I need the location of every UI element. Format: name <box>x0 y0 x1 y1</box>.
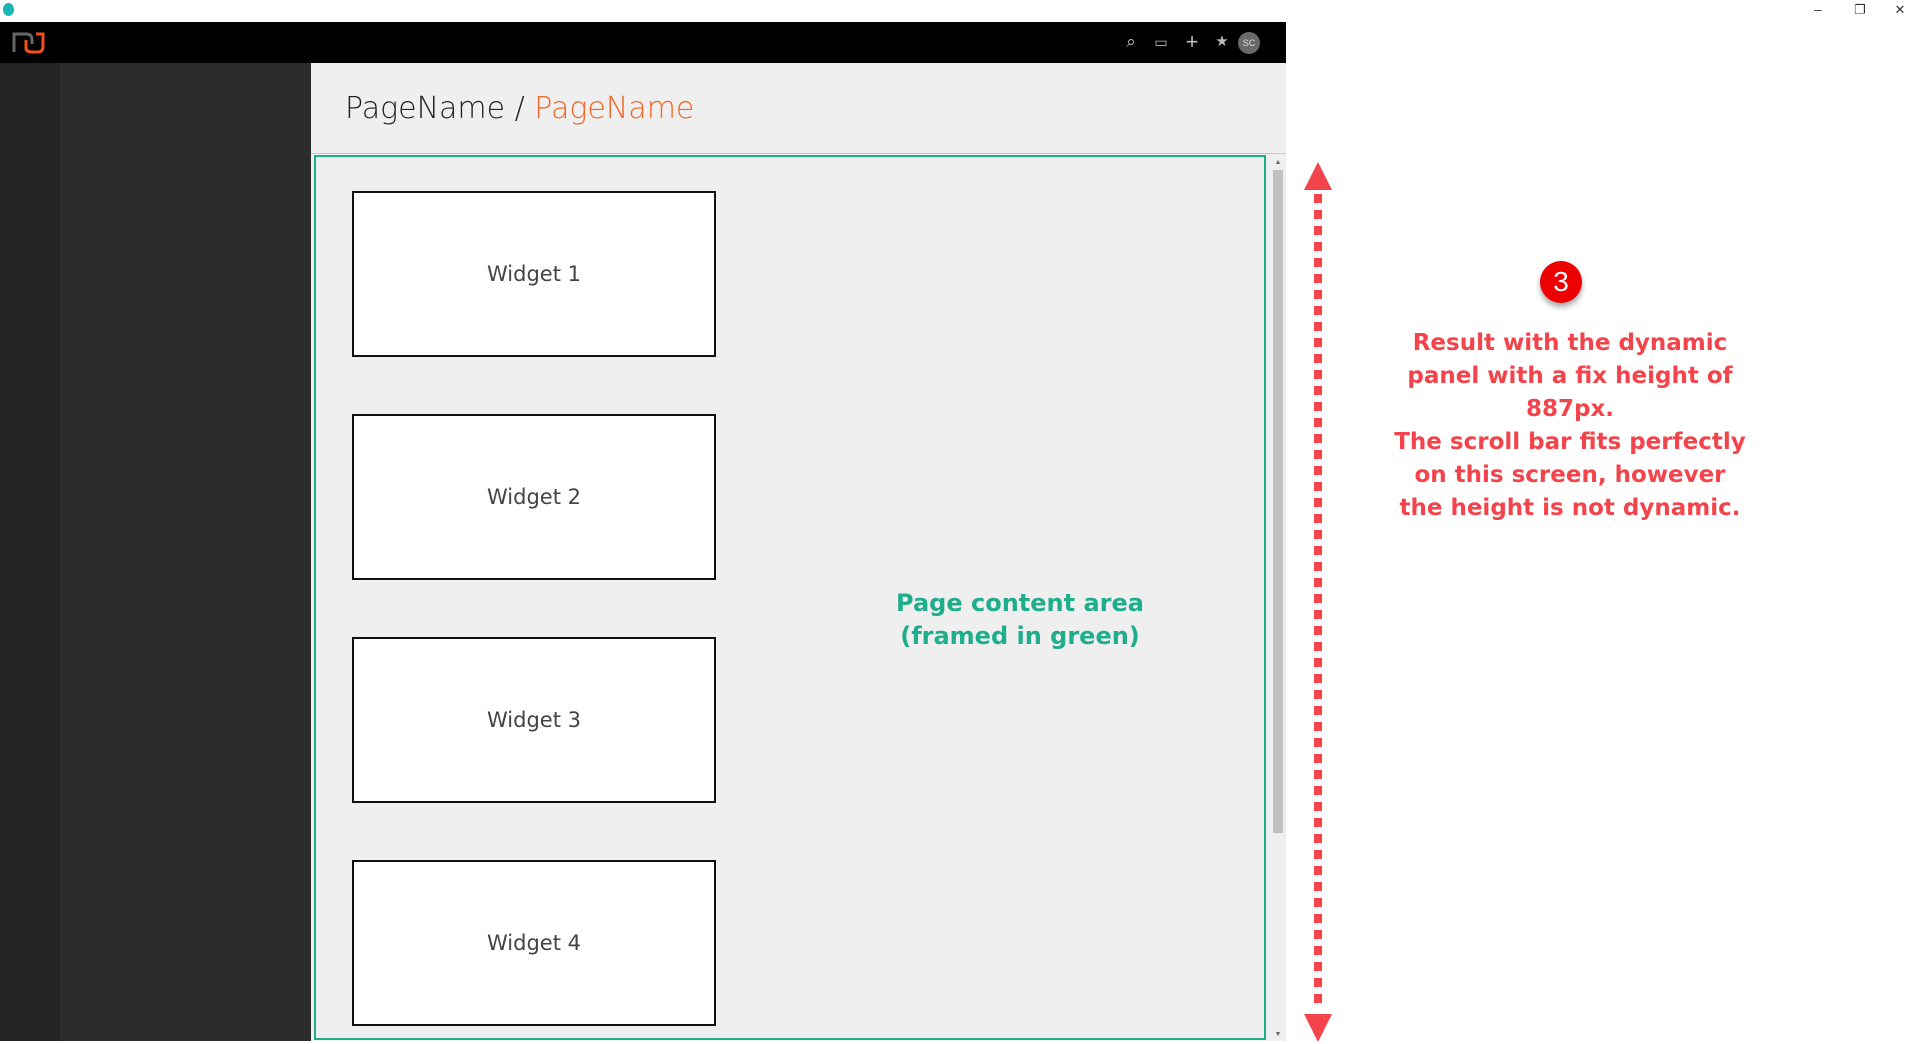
note-line: Result with the dynamic <box>1412 330 1728 356</box>
widget-3[interactable]: Widget 3 <box>352 637 716 803</box>
close-button[interactable]: ✕ <box>1894 2 1906 17</box>
content-area-label: Page content area (framed in green) <box>880 587 1160 653</box>
plus-icon[interactable]: + <box>1185 29 1199 54</box>
note-line: panel with a fix height of <box>1407 363 1733 389</box>
breadcrumb-parent[interactable]: PageName <box>345 91 506 126</box>
chat-icon[interactable]: ▭ <box>1154 34 1168 50</box>
scroll-down-arrow-icon[interactable]: ▼ <box>1274 1031 1282 1038</box>
breadcrumb: PageName / PageName <box>345 91 694 126</box>
widget-1[interactable]: Widget 1 <box>352 191 716 357</box>
widget-4[interactable]: Widget 4 <box>352 860 716 1026</box>
step-badge: 3 <box>1540 261 1582 303</box>
scroll-up-arrow-icon[interactable]: ▲ <box>1274 159 1282 166</box>
note-line: The scroll bar fits perfectly <box>1394 429 1746 455</box>
height-arrow-icon <box>1304 162 1332 1042</box>
note-line: the height is not dynamic. <box>1399 495 1741 521</box>
page-content-area <box>314 155 1266 1040</box>
window-titlebar: – ❐ ✕ <box>0 0 1920 22</box>
search-icon[interactable]: ⌕ <box>1126 32 1136 51</box>
app-icon <box>3 3 14 16</box>
logo-icon[interactable] <box>12 30 46 54</box>
annotation-note: Result with the dynamic panel with a fix… <box>1390 327 1750 525</box>
note-line: 887px. <box>1525 396 1615 422</box>
note-line: on this screen, however <box>1414 462 1726 488</box>
minimize-button[interactable]: – <box>1814 2 1822 17</box>
app-header: ⌕ ▭ + ★ SC <box>0 22 1286 63</box>
breadcrumb-current: PageName <box>534 91 695 126</box>
divider <box>311 153 1286 154</box>
breadcrumb-separator: / <box>505 91 535 126</box>
content-area-label-line: Page content area <box>896 589 1144 617</box>
star-icon[interactable]: ★ <box>1215 33 1229 50</box>
widget-2[interactable]: Widget 2 <box>352 414 716 580</box>
content-area-label-line: (framed in green) <box>900 622 1140 650</box>
restore-button[interactable]: ❐ <box>1854 2 1866 17</box>
nav-rail <box>0 63 60 1041</box>
user-avatar[interactable]: SC <box>1238 32 1260 54</box>
sidebar <box>60 63 311 1041</box>
scrollbar-thumb[interactable] <box>1273 170 1283 833</box>
